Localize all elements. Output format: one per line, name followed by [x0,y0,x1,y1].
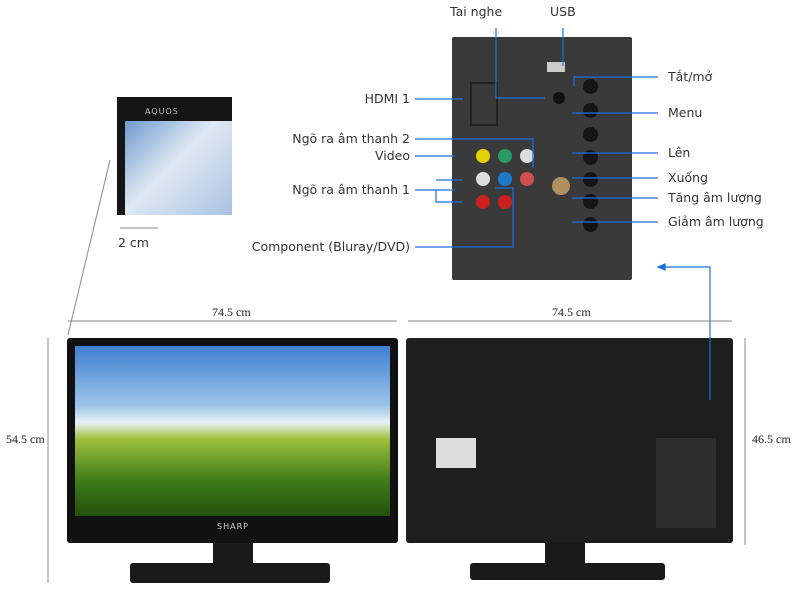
dim-front-height: 54.5 cm [6,432,45,447]
sharp-logo: SHARP [217,522,249,531]
label-ch-down: Xuống [668,170,708,185]
dim-back-width: 74.5 cm [552,305,591,319]
tv-back [406,338,733,543]
label-headphone: Tai nghe [450,4,503,19]
label-component: Component (Bluray/DVD) [251,239,410,254]
dim-back-height: 46.5 cm [752,432,791,446]
bezel-closeup: AQUOS [117,97,232,215]
dim-bezel: 2 cm [118,235,149,250]
dim-front-width: 74.5 cm [212,305,251,319]
label-ch-up: Lên [668,145,691,160]
usb-port [547,62,565,72]
label-video: Video [374,148,410,163]
label-usb: USB [550,4,576,19]
label-hdmi: HDMI 1 [364,91,410,106]
front-stand-base [130,563,330,583]
label-menu: Menu [668,105,703,120]
label-vol-down: Giảm âm lượng [668,214,764,229]
back-stand-base [470,563,665,580]
back-stand-neck [545,543,585,565]
rear-label [436,438,476,468]
rear-connector-area [656,438,716,528]
label-vol-up: Tăng âm lượng [668,190,762,205]
label-audio-out-2: Ngõ ra âm thanh 2 [292,131,410,146]
hdmi-port [470,82,498,126]
label-audio-out-1: Ngõ ra âm thanh 1 [292,182,410,197]
headphone-jack [553,92,565,104]
front-stand-neck [213,543,253,565]
tv-screen [75,346,390,516]
label-power: Tắt/mở [668,69,713,84]
tv-front: SHARP [67,338,398,543]
aquos-logo: AQUOS [145,107,179,116]
